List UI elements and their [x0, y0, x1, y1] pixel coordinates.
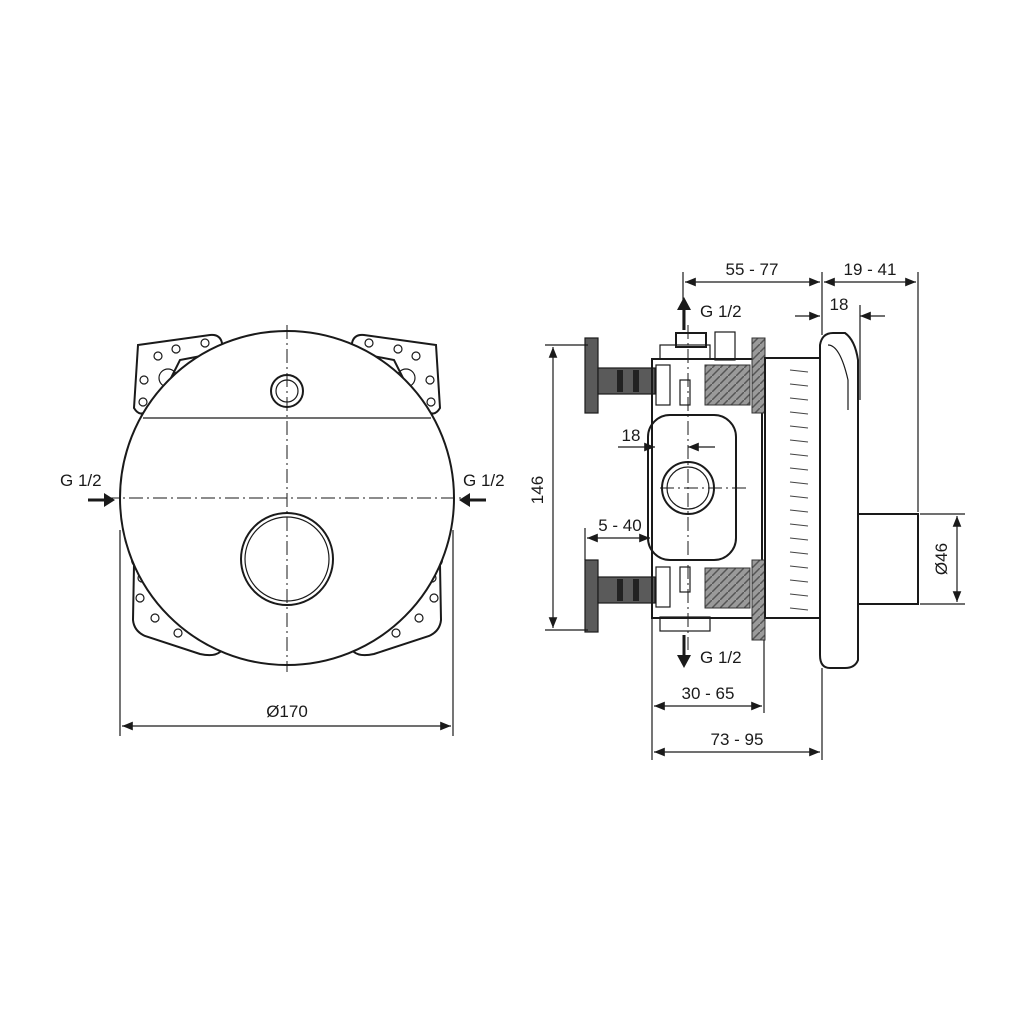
outlet-arrow-up-icon: [677, 297, 691, 330]
height-label: 146: [528, 476, 547, 504]
top-fitting: [675, 332, 707, 348]
outlet-bottom-label: G 1/2: [700, 648, 742, 667]
inlet-arrow-left-icon: [88, 493, 115, 507]
flange-top-left: [584, 337, 599, 414]
front-view: G 1/2 G 1/2 Ø170: [60, 325, 505, 736]
plate-thickness-label: 18: [830, 295, 849, 314]
depth-range-label: 55 - 77: [726, 260, 779, 279]
inlet-left-label: G 1/2: [60, 471, 102, 490]
mounting-bracket-top-right: [351, 333, 442, 415]
plate-range-label: 19 - 41: [844, 260, 897, 279]
inlet-right-label: G 1/2: [463, 471, 505, 490]
inlet-arrow-right-icon: [459, 493, 486, 507]
sleeve-threads: [789, 369, 809, 611]
sensor-button-icon: [270, 374, 304, 408]
side-view: G 1/2 G 1/2 146 55 - 77 19 - 41 18 18 5 …: [528, 260, 965, 760]
center-opening-icon: [240, 512, 334, 606]
body-depth-label: 30 - 65: [682, 684, 735, 703]
flange-bottom-left: [584, 559, 599, 633]
inner-offset-label: 18: [622, 426, 641, 445]
valve-body: [651, 358, 763, 619]
threaded-sleeve: [764, 357, 821, 619]
outlet-arrow-down-icon: [677, 635, 691, 668]
diameter-label: Ø170: [266, 702, 308, 721]
wall-offset-label: 5 - 40: [598, 516, 641, 535]
spout: [857, 513, 919, 605]
total-depth-label: 73 - 95: [711, 730, 764, 749]
bottom-fitting: [659, 616, 711, 632]
spout-diameter-label: Ø46: [932, 543, 951, 575]
cover-plate: [819, 332, 859, 669]
outlet-top-label: G 1/2: [700, 302, 742, 321]
